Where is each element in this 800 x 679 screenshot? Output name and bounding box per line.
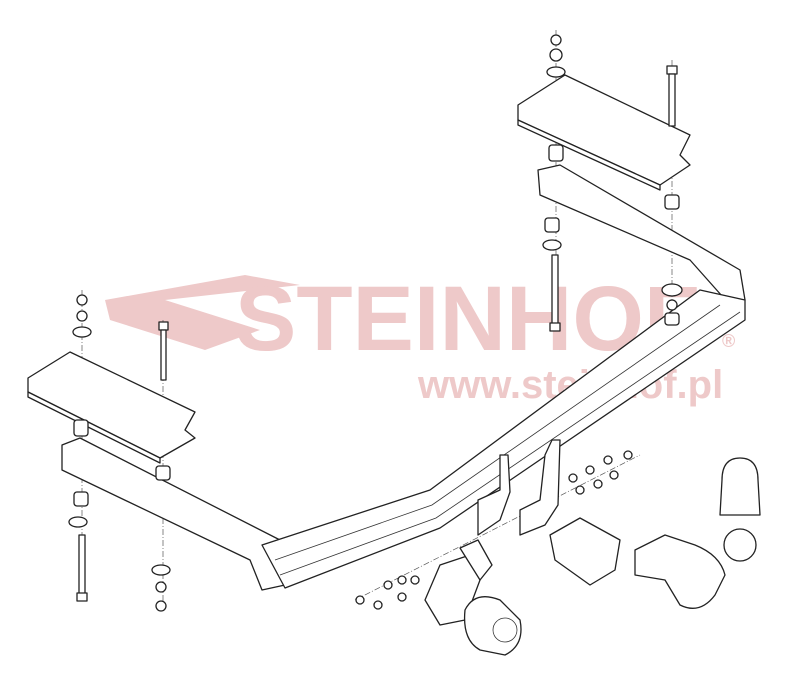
socket-holder [459, 539, 493, 581]
tow-ball-neck [634, 534, 726, 609]
bolt-head-icon [549, 322, 561, 332]
bolt-shaft [78, 534, 86, 596]
crossbar [261, 289, 746, 589]
bolt-head-icon [76, 592, 88, 602]
left-side-bracket [61, 437, 286, 591]
bolt-head-icon [666, 65, 678, 75]
right-plate-edge [517, 119, 661, 191]
bolt-shaft [160, 329, 167, 381]
socket-bracket-left [477, 454, 511, 536]
ball-cover [719, 457, 761, 516]
lock-mechanism [549, 517, 621, 586]
bolts [76, 65, 678, 602]
socket-bracket-right [519, 439, 561, 536]
watermark-registered: ® [722, 331, 735, 351]
watermark-logo-swoosh [105, 275, 300, 350]
fasteners [68, 34, 683, 612]
electrical-socket [463, 596, 522, 656]
bolt-head-icon [158, 321, 169, 331]
tow-ball [723, 528, 757, 562]
bolt-shaft [668, 73, 676, 127]
bolt-shaft [551, 254, 559, 326]
left-plate-edge [27, 391, 161, 464]
